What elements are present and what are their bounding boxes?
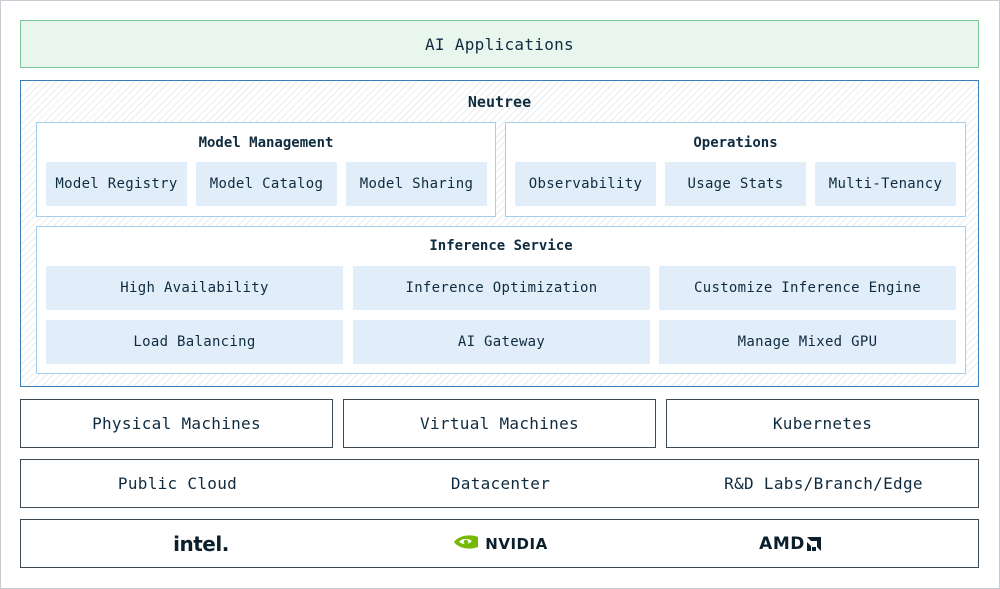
kubernetes-box: Kubernetes: [666, 399, 979, 448]
intel-logo: intel.: [21, 520, 381, 567]
load-balancing-item: Load Balancing: [46, 320, 343, 364]
inference-optimization-item: Inference Optimization: [353, 266, 650, 310]
inference-service-group: Inference Service High Availability Infe…: [36, 226, 966, 374]
model-management-group: Model Management Model Registry Model Ca…: [36, 122, 496, 217]
multi-tenancy-item: Multi-Tenancy: [815, 162, 956, 206]
locations-row: Public Cloud Datacenter R&D Labs/Branch/…: [20, 459, 979, 508]
kubernetes-label: Kubernetes: [772, 414, 873, 433]
neutree-title: Neutree: [467, 93, 532, 111]
ai-gateway-item: AI Gateway: [353, 320, 650, 364]
manage-mixed-gpu-item: Manage Mixed GPU: [659, 320, 956, 364]
virtual-machines-label: Virtual Machines: [420, 414, 579, 433]
physical-machines-label: Physical Machines: [92, 414, 261, 433]
amd-logo-text: AMD: [759, 533, 805, 554]
operations-group: Operations Observability Usage Stats Mul…: [505, 122, 966, 217]
public-cloud-label: Public Cloud: [117, 474, 238, 493]
vendors-row: intel. NVIDIA AMD: [20, 519, 979, 568]
ai-applications-box: AI Applications: [20, 20, 979, 68]
neutree-platform-box: Neutree Model Management Model Registry …: [20, 80, 979, 387]
model-catalog-item: Model Catalog: [196, 162, 337, 206]
operations-title: Operations: [693, 135, 778, 151]
nvidia-eye-logo-icon: [453, 533, 479, 555]
usage-stats-item: Usage Stats: [665, 162, 806, 206]
model-sharing-item: Model Sharing: [346, 162, 487, 206]
rd-labs-branch-edge-label: R&D Labs/Branch/Edge: [724, 474, 923, 493]
customize-inference-engine-item: Customize Inference Engine: [659, 266, 956, 310]
physical-machines-box: Physical Machines: [20, 399, 333, 448]
intel-logo-text: intel.: [173, 531, 229, 556]
virtual-machines-box: Virtual Machines: [343, 399, 656, 448]
inference-service-title: Inference Service: [429, 238, 573, 254]
model-management-title: Model Management: [198, 135, 334, 151]
observability-item: Observability: [515, 162, 656, 206]
amd-arrow-logo-icon: [806, 536, 821, 551]
ai-applications-label: AI Applications: [425, 34, 574, 54]
amd-logo: AMD: [661, 520, 919, 567]
high-availability-item: High Availability: [46, 266, 343, 310]
nvidia-logo-text: NVIDIA: [485, 534, 548, 553]
datacenter-label: Datacenter: [450, 474, 551, 493]
model-registry-item: Model Registry: [46, 162, 187, 206]
nvidia-logo: NVIDIA: [344, 520, 657, 567]
